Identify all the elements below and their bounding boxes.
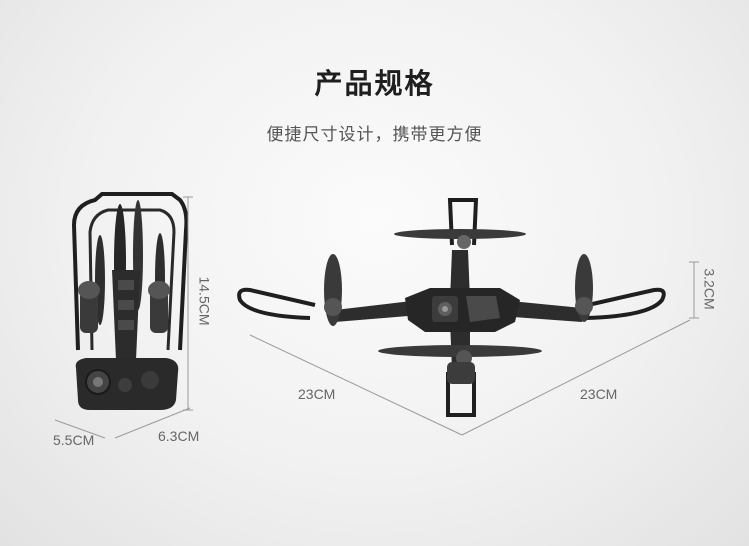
unfolded-dimension-lines xyxy=(249,261,699,436)
unfolded-height-label: 3.2CM xyxy=(701,268,718,310)
folded-height-label: 14.5CM xyxy=(196,276,213,326)
folded-dimension-lines xyxy=(54,196,193,439)
unfolded-drone-image xyxy=(237,198,666,417)
page-subtitle: 便捷尺寸设计，携带更方便 xyxy=(266,125,483,145)
folded-depth-label: 5.5CM xyxy=(53,432,95,448)
unfolded-length-left-label: 23CM xyxy=(298,386,336,402)
unfolded-length-right-label: 23CM xyxy=(580,386,618,402)
folded-width-label: 6.3CM xyxy=(158,428,200,444)
folded-drone-image xyxy=(71,192,189,410)
page-title: 产品规格 xyxy=(314,67,435,100)
